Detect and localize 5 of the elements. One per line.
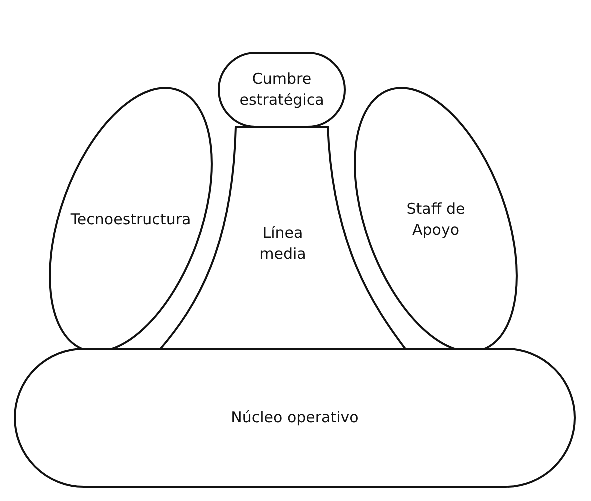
node-label: Línea media (258, 223, 308, 265)
node-label: Tecnoestructura (70, 210, 192, 230)
node-label: Staff de Apoyo (406, 199, 466, 241)
node-label: Cumbre estratégica (238, 69, 326, 111)
node-label: Núcleo operativo (230, 408, 360, 428)
